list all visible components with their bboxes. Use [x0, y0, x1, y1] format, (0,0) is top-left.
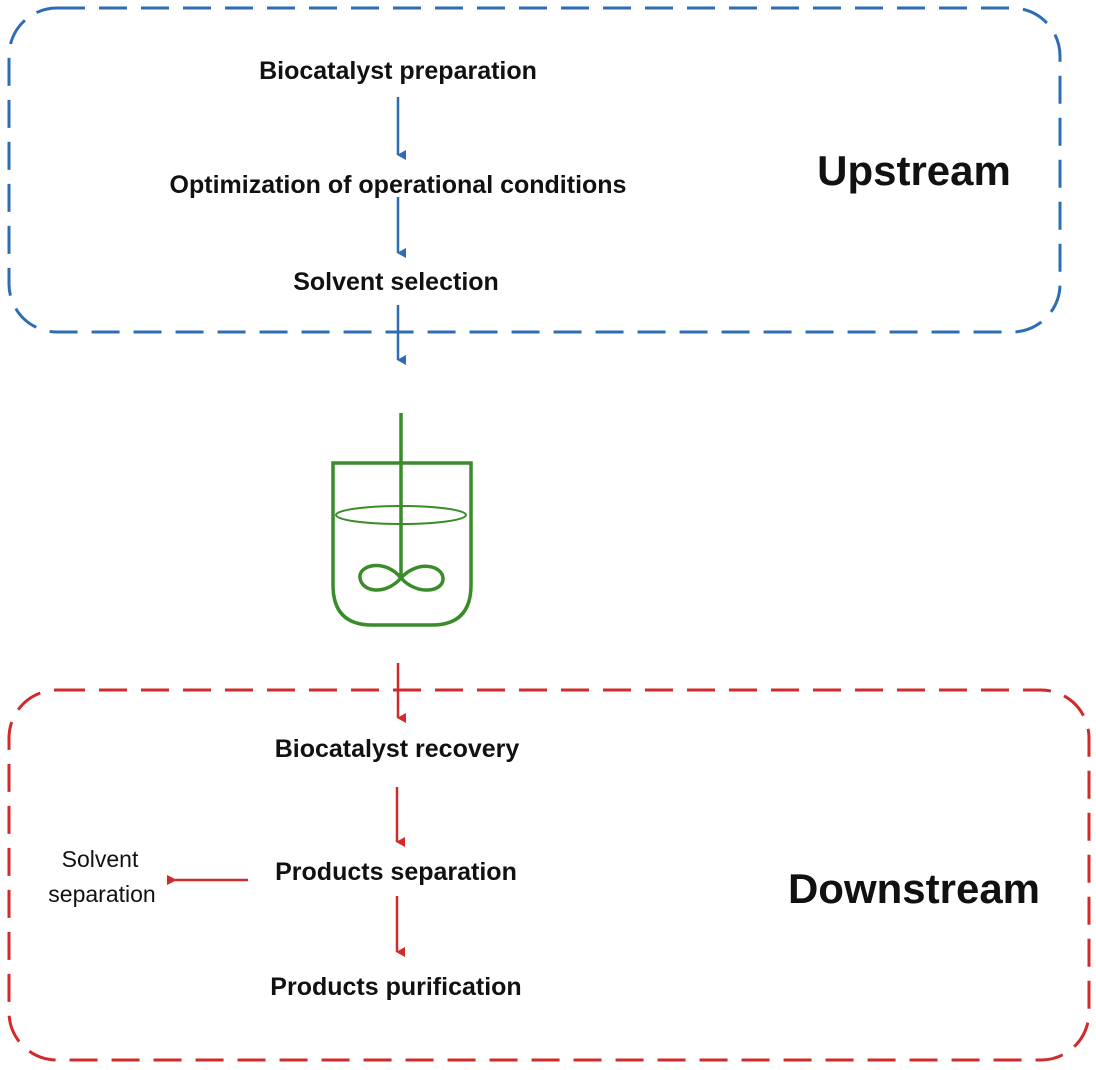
upstream-title: Upstream: [817, 147, 1011, 194]
stirred-tank-reactor-icon: [331, 413, 473, 627]
step-biocatalyst-recovery: Biocatalyst recovery: [275, 735, 520, 763]
side-output-solvent: Solvent: [62, 846, 139, 872]
upstream-box: [7, 6, 1062, 334]
step-solvent-selection: Solvent selection: [293, 268, 499, 296]
downstream-box: [7, 688, 1091, 1062]
step-optimization-of-operational-conditions: Optimization of operational conditions: [170, 171, 627, 199]
step-products-purification: Products purification: [270, 973, 521, 1001]
step-products-separation: Products separation: [275, 858, 517, 886]
downstream-section: Biocatalyst recovery Products separation…: [7, 663, 1091, 1062]
side-output-separation: separation: [48, 881, 155, 907]
step-biocatalyst-preparation: Biocatalyst preparation: [259, 57, 537, 85]
upstream-section: Biocatalyst preparation Optimization of …: [7, 6, 1062, 334]
downstream-title: Downstream: [788, 865, 1040, 912]
